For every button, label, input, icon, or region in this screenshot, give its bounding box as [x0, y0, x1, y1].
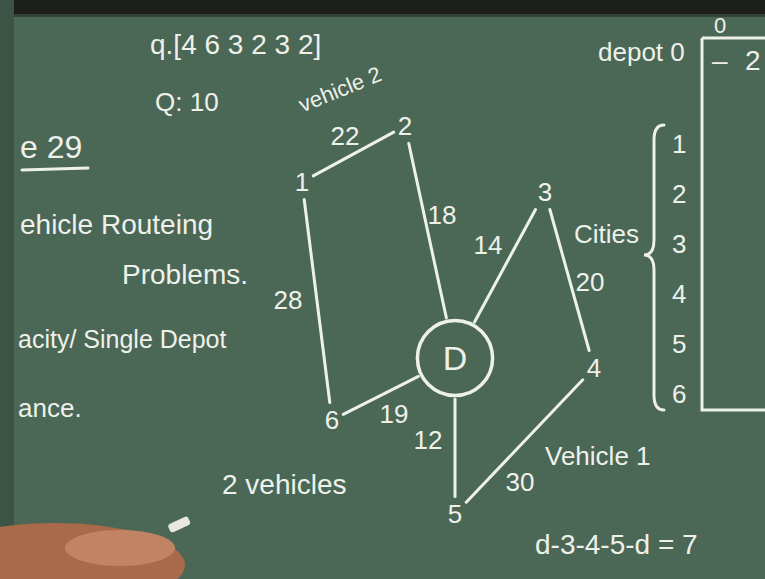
distance-value: 28: [274, 285, 303, 315]
distance-value: 20: [576, 267, 605, 297]
title-underline: [22, 168, 88, 170]
city-point: 5: [444, 497, 466, 532]
board-note: 3: [672, 230, 686, 259]
cities-brace: [644, 125, 664, 410]
chalk-piece: [167, 516, 191, 533]
distance-label: 28: [274, 286, 303, 315]
board-note: Problems.: [122, 260, 248, 291]
chalk-text: 0: [714, 13, 726, 38]
chalk-text: 3: [672, 229, 686, 259]
chalk-text: d-3-4-5-d = 7: [535, 529, 698, 560]
city-point: 1: [291, 165, 313, 200]
distance-label: 19: [380, 400, 409, 429]
depot-label: D: [443, 339, 468, 378]
board-note: 4: [672, 280, 686, 309]
distance-value: 14: [474, 230, 503, 260]
board-note: 1: [672, 130, 686, 159]
board-note: 2: [745, 46, 761, 77]
chalk-text: vehicle 2: [295, 61, 385, 117]
board-note: 5: [672, 330, 686, 359]
route-line: [304, 200, 330, 403]
distance-label: 22: [331, 122, 360, 151]
distance-label: 20: [576, 268, 605, 297]
chalk-text: acity/ Single Depot: [18, 325, 226, 353]
board-note: d-3-4-5-d = 7: [535, 530, 698, 561]
city-number: 3: [538, 177, 552, 208]
chalk-text: Cities: [574, 219, 639, 249]
board-note: 2 vehicles: [222, 470, 347, 501]
board-note: depot 0: [598, 38, 685, 67]
lecturer-hand: [65, 530, 175, 566]
city-number: 2: [398, 111, 412, 142]
city-point: 4: [583, 351, 605, 386]
board-note: 2: [672, 180, 686, 209]
chalk-text: q.[4 6 3 2 3 2]: [150, 29, 321, 60]
board-note: ance.: [18, 394, 82, 423]
board-frame-edge: [0, 14, 765, 17]
board-left-shade: [0, 0, 14, 579]
distance-value: 19: [380, 399, 409, 429]
board-note: ehicle Routeing: [20, 210, 213, 241]
city-number: 1: [295, 167, 309, 198]
city-point: 3: [534, 175, 556, 210]
distance-value: 12: [414, 425, 443, 455]
distance-table-border: [702, 38, 765, 410]
distance-value: 22: [331, 121, 360, 151]
city-number: 5: [448, 499, 462, 530]
board-note: q.[4 6 3 2 3 2]: [150, 30, 321, 61]
board-note: 0: [714, 14, 726, 38]
route-line: [475, 210, 536, 322]
board-frame: [0, 0, 765, 14]
board-note: –: [712, 46, 728, 77]
route-line: [454, 399, 457, 497]
chalk-text: 2 vehicles: [222, 469, 347, 500]
board-note: 6: [672, 380, 686, 409]
board-note: e 29: [20, 130, 82, 165]
distance-label: 12: [414, 426, 443, 455]
chalk-text: Problems.: [122, 259, 248, 290]
distance-label: 18: [428, 201, 457, 230]
distance-value: 18: [428, 200, 457, 230]
chalk-text: Q: 10: [155, 87, 219, 117]
depot-circle-line: [417, 320, 492, 395]
city-number: 6: [325, 405, 339, 436]
chalk-text: 2: [672, 179, 686, 209]
chalk-text: 4: [672, 279, 686, 309]
chalk-text: 6: [672, 379, 686, 409]
chalk-text: 2: [745, 45, 761, 76]
chalk-text: ance.: [18, 393, 82, 423]
distance-label: 30: [506, 468, 535, 497]
distance-value: 30: [506, 467, 535, 497]
route-line: [409, 144, 447, 318]
distance-label: 14: [474, 231, 503, 260]
board-note: acity/ Single Depot: [18, 326, 226, 354]
lecturer-hand: [0, 523, 185, 579]
depot-circle: D: [415, 318, 495, 398]
chalk-text: –: [712, 45, 728, 76]
board-note: Cities: [574, 220, 639, 249]
board-note: Q: 10: [155, 88, 219, 117]
chalk-text: e 29: [20, 129, 82, 165]
chalk-text: 1: [672, 129, 686, 159]
city-point: 2: [394, 109, 416, 144]
board-note: Vehicle 1: [545, 442, 651, 471]
chalk-text: depot 0: [598, 37, 685, 67]
city-point: 6: [321, 403, 343, 438]
board-note: vehicle 2: [295, 62, 385, 117]
chalk-text: ehicle Routeing: [20, 209, 213, 240]
chalk-text: 5: [672, 329, 686, 359]
city-number: 4: [587, 353, 601, 384]
chalk-text: Vehicle 1: [545, 441, 651, 471]
